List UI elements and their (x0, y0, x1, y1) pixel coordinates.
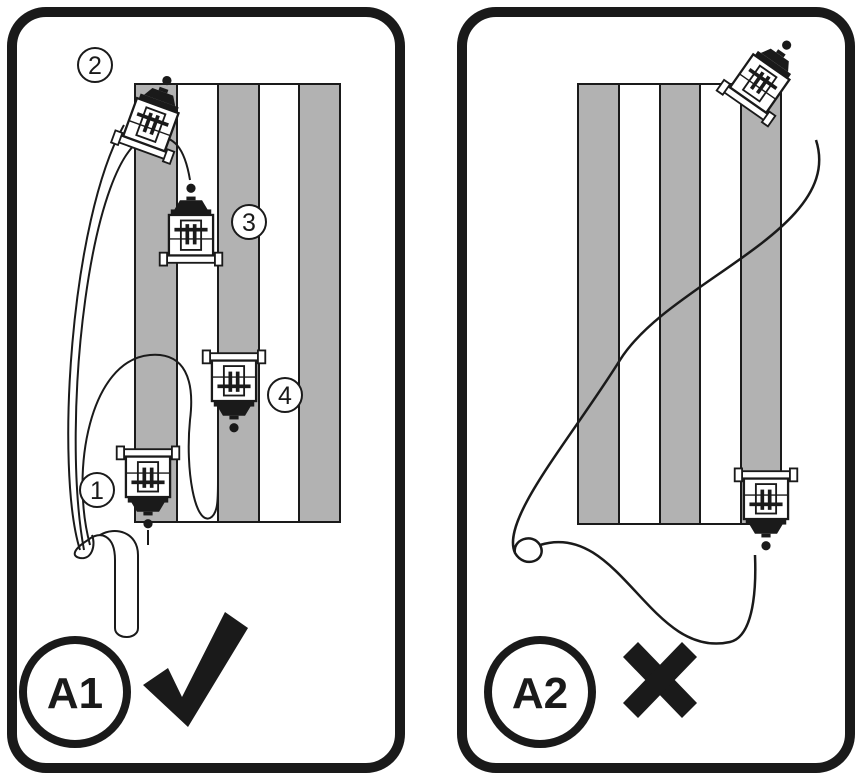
svg-text:4: 4 (278, 382, 292, 410)
field-strips-a2 (577, 83, 782, 525)
badge-a1: A1 (19, 636, 131, 748)
svg-text:2: 2 (88, 52, 102, 80)
svg-text:3: 3 (242, 209, 256, 237)
marker-1: 1 (79, 472, 115, 508)
panel-a1: 1 2 3 4 A1 (7, 7, 405, 773)
marker-2: 2 (77, 47, 113, 83)
svg-text:A2: A2 (512, 669, 568, 718)
cross-icon (623, 642, 697, 718)
panel-a2: A2 (457, 7, 855, 773)
marker-4: 4 (267, 377, 303, 413)
checkmark-icon (143, 612, 248, 727)
badge-a2: A2 (484, 636, 596, 748)
path-lines-a2 (511, 139, 821, 645)
svg-text:1: 1 (90, 477, 104, 505)
marker-3: 3 (231, 204, 267, 240)
path-lines-a1 (67, 124, 219, 638)
svg-text:A1: A1 (47, 669, 103, 718)
